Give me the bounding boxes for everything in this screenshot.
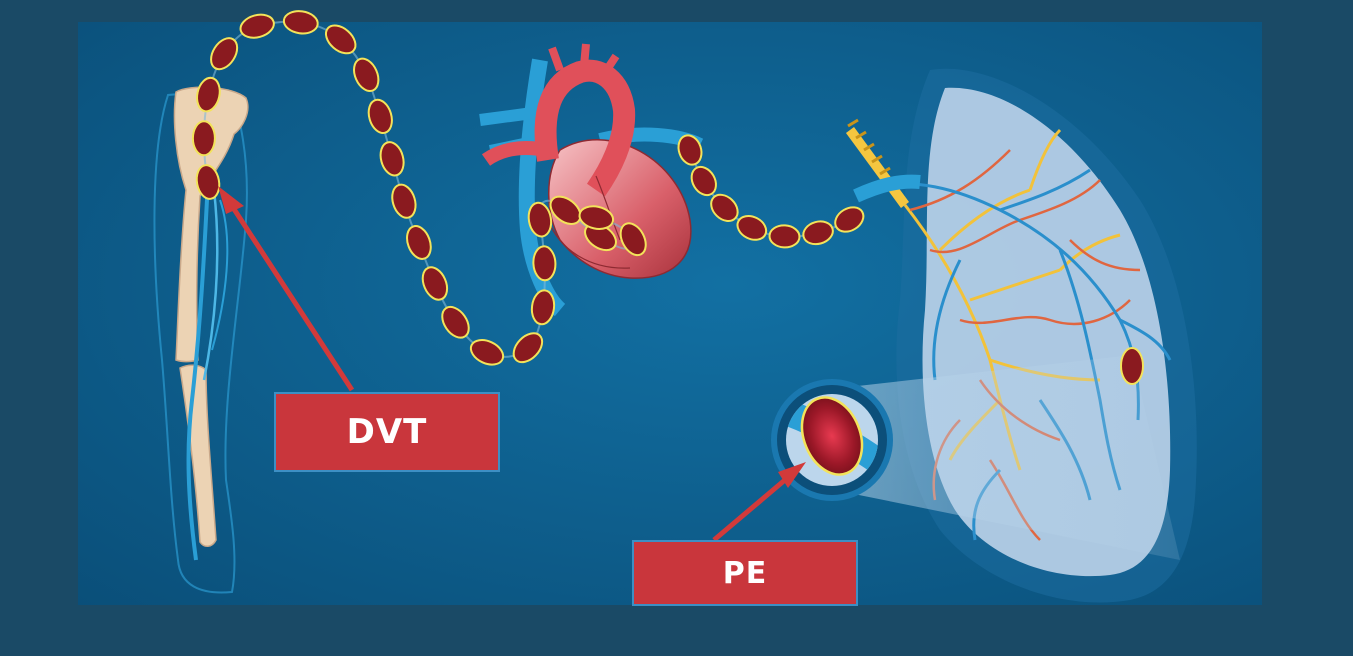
pe-label: PE (632, 540, 858, 606)
blood-clot-icon (533, 246, 557, 281)
blood-clot-icon (193, 121, 215, 155)
blood-clot-icon (769, 225, 800, 248)
lodged-clot-icon (1121, 348, 1143, 384)
dvt-label: DVT (274, 392, 500, 472)
